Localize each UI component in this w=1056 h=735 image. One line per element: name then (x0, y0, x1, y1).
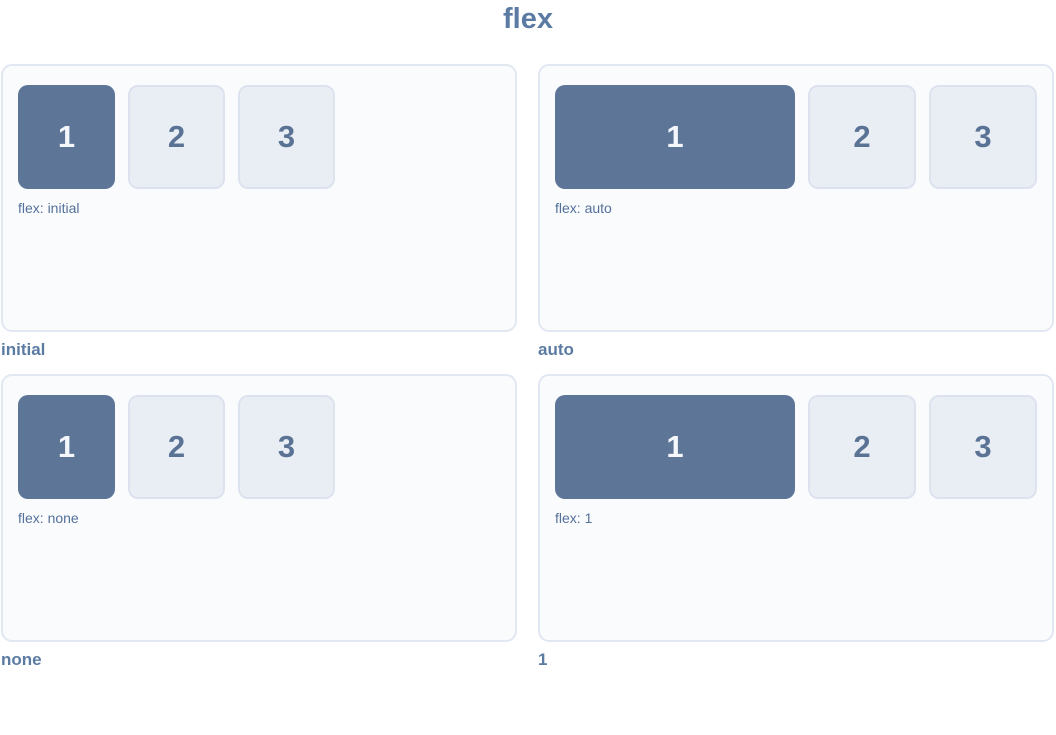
flex-item-2: 2 (128, 395, 225, 499)
panel-1: 1 2 3 flex: 1 (538, 374, 1054, 642)
flex-item-1: 1 (555, 395, 795, 499)
example-label: none (1, 650, 42, 669)
example-label: auto (538, 340, 574, 359)
flex-container: 1 2 3 (18, 395, 500, 499)
flex-item-3: 3 (238, 395, 335, 499)
example-initial: 1 2 3 flex: initial initial (1, 64, 517, 360)
panel-caption: flex: initial (18, 200, 80, 216)
page-title: flex (503, 3, 553, 35)
flex-item-2: 2 (808, 395, 916, 499)
panel-caption: flex: none (18, 510, 79, 526)
example-1: 1 2 3 flex: 1 1 (538, 374, 1054, 670)
flex-item-1: 1 (18, 85, 115, 189)
flex-item-2: 2 (808, 85, 916, 189)
flex-item-2: 2 (128, 85, 225, 189)
flex-container: 1 2 3 (555, 395, 1037, 499)
example-auto: 1 2 3 flex: auto auto (538, 64, 1054, 360)
flex-container: 1 2 3 (555, 85, 1037, 189)
examples-grid: 1 2 3 flex: initial initial 1 2 3 flex: … (0, 64, 1056, 670)
panel-none: 1 2 3 flex: none (1, 374, 517, 642)
flex-item-3: 3 (238, 85, 335, 189)
panel-auto: 1 2 3 flex: auto (538, 64, 1054, 332)
flex-item-3: 3 (929, 395, 1037, 499)
flex-container: 1 2 3 (18, 85, 500, 189)
example-label: 1 (538, 650, 548, 669)
panel-caption: flex: 1 (555, 510, 593, 526)
example-none: 1 2 3 flex: none none (1, 374, 517, 670)
flex-item-1: 1 (18, 395, 115, 499)
panel-caption: flex: auto (555, 200, 612, 216)
panel-initial: 1 2 3 flex: initial (1, 64, 517, 332)
flex-item-1: 1 (555, 85, 795, 189)
example-label: initial (1, 340, 46, 359)
flex-item-3: 3 (929, 85, 1037, 189)
